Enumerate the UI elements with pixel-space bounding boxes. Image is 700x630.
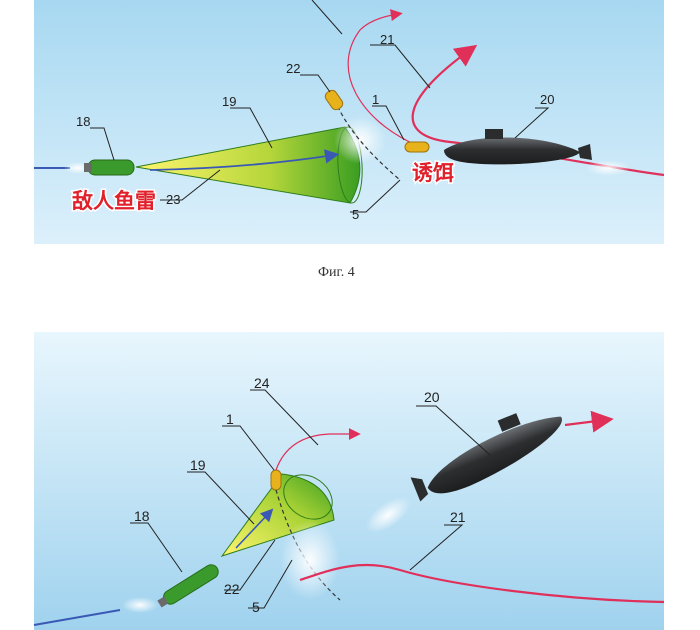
homing-vector-arrow (149, 149, 340, 171)
sonar-cone-bottom (220, 473, 335, 557)
decoy-1-bottom (270, 469, 282, 491)
guidance-wire-bottom (33, 609, 121, 626)
decoy-22 (324, 89, 344, 111)
label-20-bottom: 20 (424, 389, 440, 405)
label-21-bottom: 21 (450, 509, 466, 525)
label-22-bottom: 22 (224, 581, 240, 597)
label-23-top: 23 (166, 192, 180, 207)
label-1-bottom: 1 (226, 411, 234, 427)
submarine-bottom (410, 413, 562, 502)
label-5-top: 5 (352, 207, 359, 222)
bottom-figure: 24 20 1 19 18 21 22 5 (33, 332, 665, 630)
submarine-path-21-bottom (299, 563, 665, 604)
enemy-torpedo-annotation: 敌人鱼雷 (72, 189, 156, 213)
decoy-glow-bottom (280, 520, 340, 600)
cone-glow (334, 116, 386, 164)
top-figure: 18 19 20 21 22 1 23 5 敌人鱼雷 诱饵 (34, 0, 665, 244)
label-21-top: 21 (380, 32, 394, 47)
decoy-1 (404, 141, 430, 153)
bottom-water (34, 332, 664, 630)
label-22-top: 22 (286, 61, 300, 76)
figure-caption: Фиг. 4 (318, 265, 355, 280)
label-19-top: 19 (222, 94, 236, 109)
leader-lines-bottom (130, 389, 491, 609)
homing-vector-arrow-bottom (235, 508, 274, 549)
wake-bubbles-bottom (122, 597, 158, 613)
sub-wake-bottom (365, 497, 411, 533)
enemy-torpedo-bottom (157, 564, 219, 608)
sub-wake (586, 160, 630, 176)
label-18-bottom: 18 (134, 508, 150, 524)
submarine-heading-arrow (564, 410, 614, 433)
leader-lines-top (90, 0, 550, 213)
decoy-annotation: 诱饵 (412, 161, 454, 185)
label-18-top: 18 (76, 114, 90, 129)
label-1-top: 1 (372, 92, 379, 107)
label-24-bottom: 24 (254, 375, 270, 391)
decoy-path-24 (275, 428, 361, 471)
enemy-torpedo (84, 159, 135, 176)
decoy-path (347, 9, 417, 146)
label-19-bottom: 19 (190, 457, 206, 473)
label-5-bottom: 5 (252, 599, 260, 615)
submarine (444, 129, 630, 176)
label-20-top: 20 (540, 92, 554, 107)
